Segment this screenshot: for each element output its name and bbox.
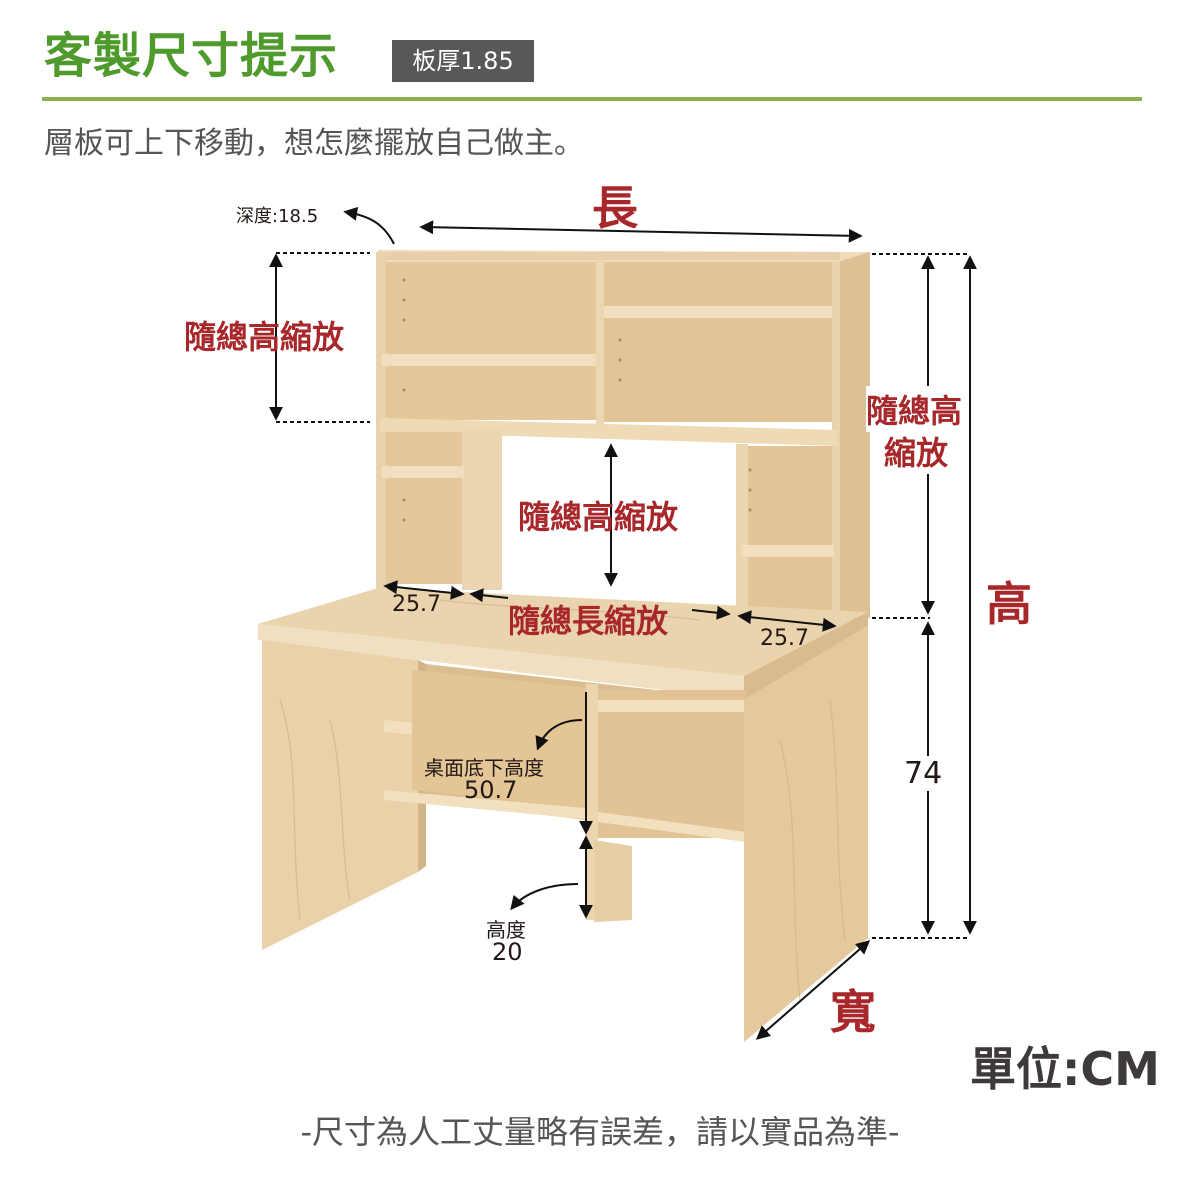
length-scale-label: 隨總長縮放 bbox=[508, 602, 669, 640]
under-desk-value: 50.7 bbox=[464, 776, 518, 804]
bottom-height-value: 20 bbox=[492, 938, 523, 966]
dimension-lines bbox=[269, 206, 977, 1040]
thickness-badge: 板厚1.85 bbox=[392, 40, 534, 82]
hutch bbox=[376, 250, 870, 622]
left-cabinet-width: 25.7 bbox=[392, 592, 441, 617]
top-left-scale-label: 隨總高縮放 bbox=[184, 318, 345, 356]
disclaimer-note: -尺寸為人工丈量略有誤差，請以實品為準- bbox=[300, 1113, 900, 1151]
unit-label: 單位:CM bbox=[970, 1042, 1160, 1096]
depth-label: 深度:18.5 bbox=[236, 206, 319, 227]
height-label: 高 bbox=[986, 577, 1032, 631]
under-desk-label: 桌面底下高度 bbox=[424, 756, 544, 780]
page-title: 客製尺寸提示 bbox=[44, 28, 339, 84]
width-label: 寬 bbox=[830, 985, 876, 1039]
right-scale-label-line2: 縮放 bbox=[884, 428, 949, 474]
header-divider bbox=[42, 97, 1142, 101]
desk bbox=[258, 588, 868, 1042]
right-cabinet-width: 25.7 bbox=[760, 626, 809, 651]
bottom-height-label: 高度 bbox=[486, 918, 526, 942]
length-label: 長 bbox=[592, 181, 638, 235]
right-scale-label-line1: 隨總高 bbox=[866, 386, 963, 432]
desk-height-value: 74 bbox=[904, 756, 943, 791]
middle-scale-label: 隨總高縮放 bbox=[518, 498, 679, 536]
subtitle: 層板可上下移動，想怎麼擺放自己做主。 bbox=[44, 126, 584, 161]
